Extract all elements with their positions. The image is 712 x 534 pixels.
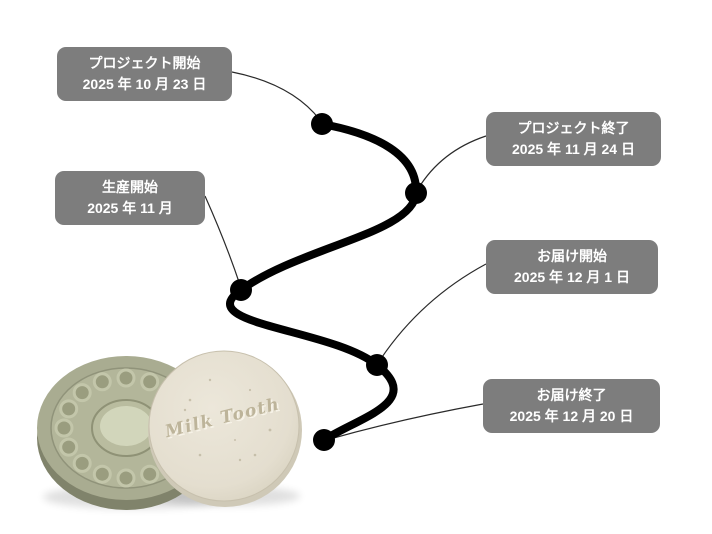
event-date: 2025 年 11 月 24 日 [512,141,635,157]
timeline-dot-project-end [405,182,427,204]
timeline-dot-production-start [230,279,252,301]
connector-delivery-end [329,403,484,440]
timeline-dot-project-start [311,113,333,135]
event-title: お届け終了 [536,387,607,403]
event-date: 2025 年 12 月 20 日 [509,408,634,424]
label-delivery-end: お届け終了 2025 年 12 月 20 日 [483,379,660,433]
connector-delivery-start [379,263,487,361]
label-production-start: 生産開始 2025 年 11 月 [55,171,205,225]
event-title: プロジェクト終了 [517,120,630,136]
product-lid: Milk Tooth Milk Tooth [148,350,302,507]
label-project-end: プロジェクト終了 2025 年 11 月 24 日 [486,112,661,166]
event-date: 2025 年 10 月 23 日 [82,76,207,92]
product-photo: Milk Tooth Milk Tooth [37,350,302,510]
timeline-dot-delivery-start [366,354,388,376]
connector-production-start [204,195,241,286]
event-title: プロジェクト開始 [88,55,201,71]
timeline-dot-delivery-end [313,429,335,451]
label-delivery-start: お届け開始 2025 年 12 月 1 日 [486,240,658,294]
label-project-start: プロジェクト開始 2025 年 10 月 23 日 [57,47,232,101]
event-title: お届け開始 [537,248,607,264]
event-title: 生産開始 [102,179,158,195]
connector-project-end [417,135,487,190]
connector-project-start [231,71,321,121]
event-date: 2025 年 12 月 1 日 [514,269,630,285]
event-date: 2025 年 11 月 [87,200,173,216]
